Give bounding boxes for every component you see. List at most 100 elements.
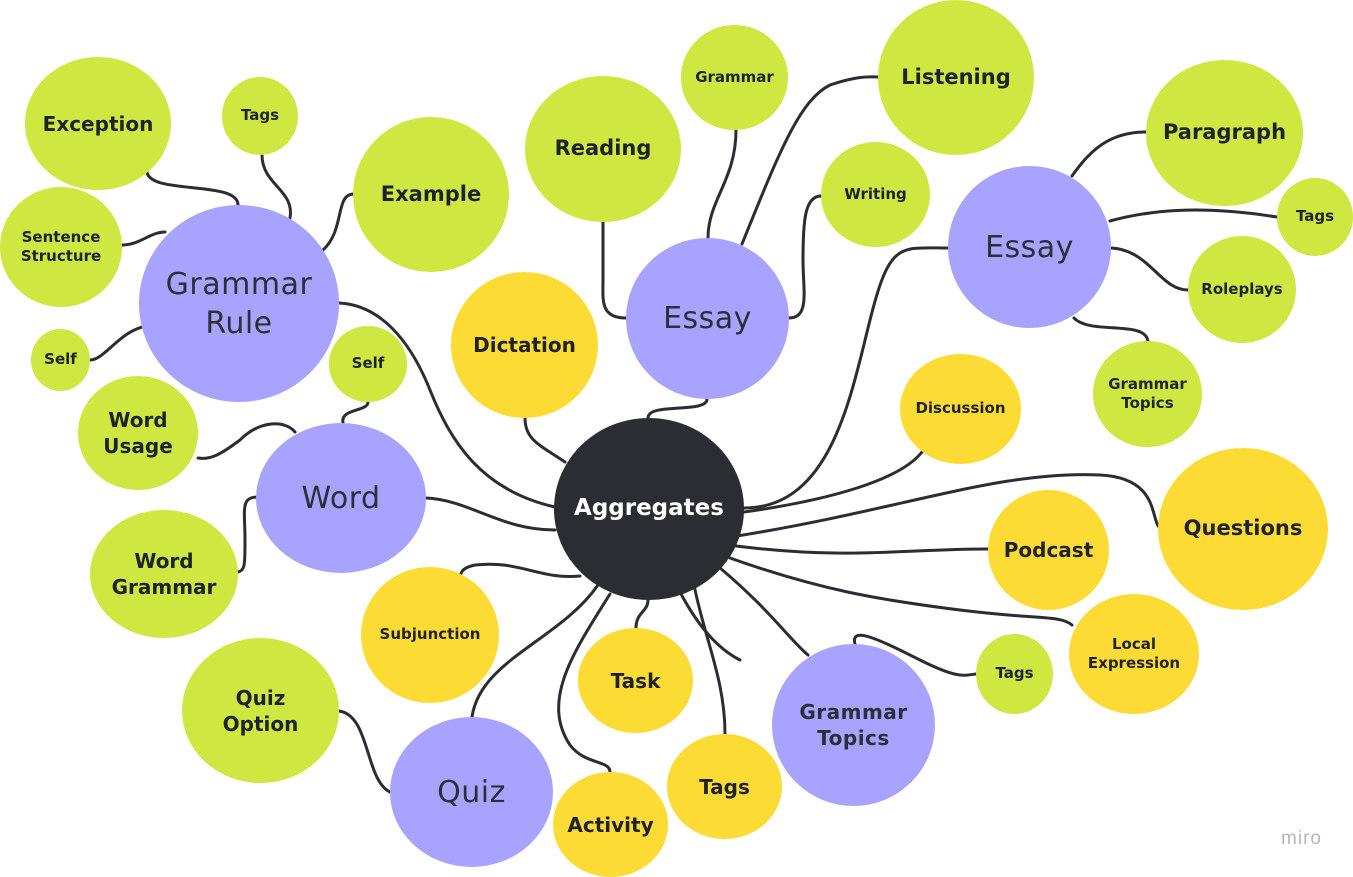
connector-line-3 bbox=[742, 246, 950, 510]
node-questions[interactable]: Questions bbox=[1158, 448, 1328, 610]
connector-line-7 bbox=[728, 556, 1074, 627]
connector-line-8 bbox=[718, 566, 810, 657]
connector-line-1 bbox=[523, 416, 567, 464]
node-label: Grammar Topics bbox=[1108, 374, 1187, 413]
node-label: Quiz bbox=[437, 774, 506, 810]
node-label: Listening bbox=[901, 64, 1011, 89]
connector-line-24 bbox=[236, 495, 260, 574]
connector-line-13 bbox=[470, 583, 600, 719]
node-tags-center[interactable]: Tags bbox=[667, 734, 782, 839]
node-exception[interactable]: Exception bbox=[25, 57, 171, 190]
node-local-expression[interactable]: Local Expression bbox=[1069, 594, 1199, 714]
node-label: Sentence Structure bbox=[20, 227, 102, 266]
connector-line-19 bbox=[321, 192, 355, 252]
node-label: Tags bbox=[1295, 207, 1335, 226]
node-essay-middle[interactable]: Essay bbox=[626, 238, 789, 399]
connector-line-33 bbox=[853, 633, 978, 677]
connector-line-9 bbox=[692, 583, 727, 736]
node-label: Paragraph bbox=[1162, 120, 1287, 145]
node-label: Self bbox=[351, 354, 385, 373]
node-label: Essay bbox=[663, 301, 752, 336]
node-example[interactable]: Example bbox=[353, 117, 509, 272]
node-grammar-topics[interactable]: Grammar Topics bbox=[772, 644, 935, 806]
connector-line-26 bbox=[706, 128, 738, 240]
node-word-grammar[interactable]: Word Grammar bbox=[90, 510, 238, 638]
connector-line-4 bbox=[742, 450, 924, 514]
connector-line-15 bbox=[424, 496, 557, 532]
connector-line-31 bbox=[1109, 246, 1190, 292]
node-paragraph[interactable]: Paragraph bbox=[1146, 60, 1303, 206]
node-label: Reading bbox=[554, 136, 652, 161]
connector-line-29 bbox=[1070, 130, 1148, 178]
node-writing[interactable]: Writing bbox=[821, 142, 930, 247]
node-label: Dictation bbox=[473, 333, 576, 357]
node-subjunction[interactable]: Subjunction bbox=[361, 567, 499, 703]
node-word[interactable]: Word bbox=[256, 423, 426, 573]
node-label: Example bbox=[380, 181, 482, 206]
node-label: Tags bbox=[995, 664, 1034, 683]
node-tags-grammar-topics[interactable]: Tags bbox=[976, 634, 1053, 714]
node-label: Activity bbox=[567, 812, 654, 837]
connector-line-34 bbox=[337, 709, 392, 794]
connector-line-6 bbox=[734, 544, 990, 555]
node-label: Local Expression bbox=[1087, 634, 1181, 673]
node-label: Task bbox=[610, 668, 661, 693]
node-label: Word Usage bbox=[103, 408, 173, 458]
node-label: Self bbox=[44, 350, 77, 369]
connector-line-10 bbox=[678, 590, 742, 662]
node-tags-grammar-rule[interactable]: Tags bbox=[222, 77, 298, 155]
node-sentence-structure[interactable]: Sentence Structure bbox=[0, 187, 122, 307]
node-quiz[interactable]: Quiz bbox=[390, 717, 553, 867]
node-listening[interactable]: Listening bbox=[878, 0, 1034, 155]
node-reading[interactable]: Reading bbox=[525, 76, 681, 222]
connector-line-28 bbox=[787, 194, 823, 320]
node-self-grammar-rule[interactable]: Self bbox=[31, 329, 90, 391]
node-quiz-option[interactable]: Quiz Option bbox=[182, 638, 339, 783]
node-label: Exception bbox=[42, 111, 154, 136]
node-grammar-topics-essay[interactable]: Grammar Topics bbox=[1093, 341, 1202, 447]
connector-line-27 bbox=[740, 75, 880, 246]
miro-watermark: miro bbox=[1281, 828, 1322, 849]
center-node-label: Aggregates bbox=[574, 495, 724, 522]
node-task[interactable]: Task bbox=[578, 628, 693, 733]
node-label: Tags bbox=[699, 774, 750, 799]
node-podcast[interactable]: Podcast bbox=[988, 490, 1109, 610]
node-label: Podcast bbox=[1003, 538, 1094, 562]
connector-line-32 bbox=[1072, 316, 1150, 343]
connector-line-12 bbox=[557, 592, 612, 774]
node-tags-essay[interactable]: Tags bbox=[1277, 178, 1353, 256]
connector-line-21 bbox=[88, 324, 149, 362]
node-label: Tags bbox=[240, 106, 280, 125]
node-grammar-essay[interactable]: Grammar bbox=[681, 25, 788, 130]
connector-line-5 bbox=[735, 473, 1162, 538]
connector-line-23 bbox=[341, 400, 370, 425]
connector-line-11 bbox=[634, 598, 650, 630]
node-word-usage[interactable]: Word Usage bbox=[78, 376, 198, 490]
node-label: Grammar bbox=[695, 67, 774, 86]
node-grammar-rule[interactable]: Grammar Rule bbox=[139, 205, 339, 402]
connector-line-2 bbox=[646, 397, 709, 420]
connector-line-18 bbox=[260, 153, 292, 220]
node-roleplays[interactable]: Roleplays bbox=[1188, 236, 1296, 343]
node-label: Word Grammar bbox=[111, 549, 217, 599]
connector-line-17 bbox=[145, 170, 240, 207]
node-label: Quiz Option bbox=[222, 685, 299, 736]
node-self-word[interactable]: Self bbox=[329, 326, 407, 402]
node-discussion[interactable]: Discussion bbox=[900, 354, 1021, 464]
node-label: Writing bbox=[844, 184, 907, 203]
connector-line-22 bbox=[196, 422, 297, 460]
node-essay-right[interactable]: Essay bbox=[948, 166, 1111, 328]
connector-line-30 bbox=[1108, 208, 1279, 223]
node-activity[interactable]: Activity bbox=[553, 772, 668, 877]
node-dictation[interactable]: Dictation bbox=[451, 272, 598, 418]
connector-line-16 bbox=[337, 301, 557, 509]
node-label: Roleplays bbox=[1201, 279, 1283, 298]
node-label: Grammar Rule bbox=[165, 266, 313, 341]
node-label: Subjunction bbox=[379, 625, 481, 644]
node-label: Word bbox=[301, 480, 381, 516]
node-label: Grammar Topics bbox=[799, 700, 908, 750]
connector-line-20 bbox=[120, 230, 167, 247]
center-node-aggregates[interactable]: Aggregates bbox=[554, 418, 744, 600]
node-label: Essay bbox=[985, 229, 1074, 265]
